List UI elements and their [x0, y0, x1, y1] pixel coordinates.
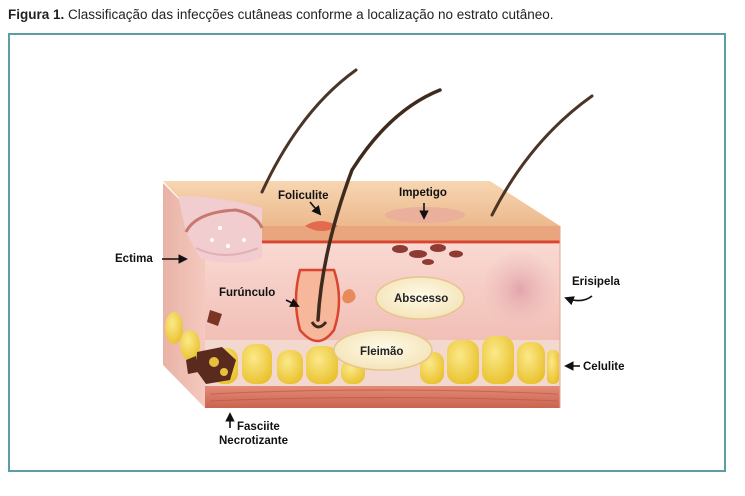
- caption-prefix: Figura 1.: [8, 7, 65, 22]
- hairs: [260, 68, 594, 322]
- label-fasciite-line1: Fasciite: [237, 421, 280, 433]
- fasciite-necrosis: [186, 310, 236, 384]
- abscesso-lesion: [375, 276, 465, 320]
- fleimao-lesion: [333, 329, 433, 371]
- label-erisipela: Erisipela: [572, 276, 621, 288]
- muscle-layer: [205, 386, 560, 408]
- caption-text: Classificação das infecções cutâneas con…: [64, 7, 554, 22]
- foliculite-lesion: [305, 221, 338, 231]
- label-fleimao: Fleimão: [360, 346, 403, 358]
- label-abscesso: Abscesso: [394, 293, 448, 305]
- arrow-furunculo: [285, 298, 300, 307]
- arrow-foliculite: [309, 201, 322, 216]
- label-celulite: Celulite: [583, 361, 625, 373]
- figure-caption: Figura 1. Classificação das infecções cu…: [8, 7, 554, 22]
- label-fasciite-line2: Necrotizante: [219, 435, 288, 447]
- erisipela-patch: [484, 252, 556, 328]
- arrow-erisipela: [564, 295, 593, 306]
- arrows: [162, 201, 593, 428]
- label-impetigo: Impetigo: [399, 187, 447, 199]
- label-furunculo: Furúnculo: [219, 287, 275, 299]
- label-ectima: Ectima: [115, 253, 153, 265]
- ectima-lesion: [178, 196, 264, 263]
- epidermis-layer: [205, 226, 560, 242]
- label-foliculite: Foliculite: [278, 190, 328, 202]
